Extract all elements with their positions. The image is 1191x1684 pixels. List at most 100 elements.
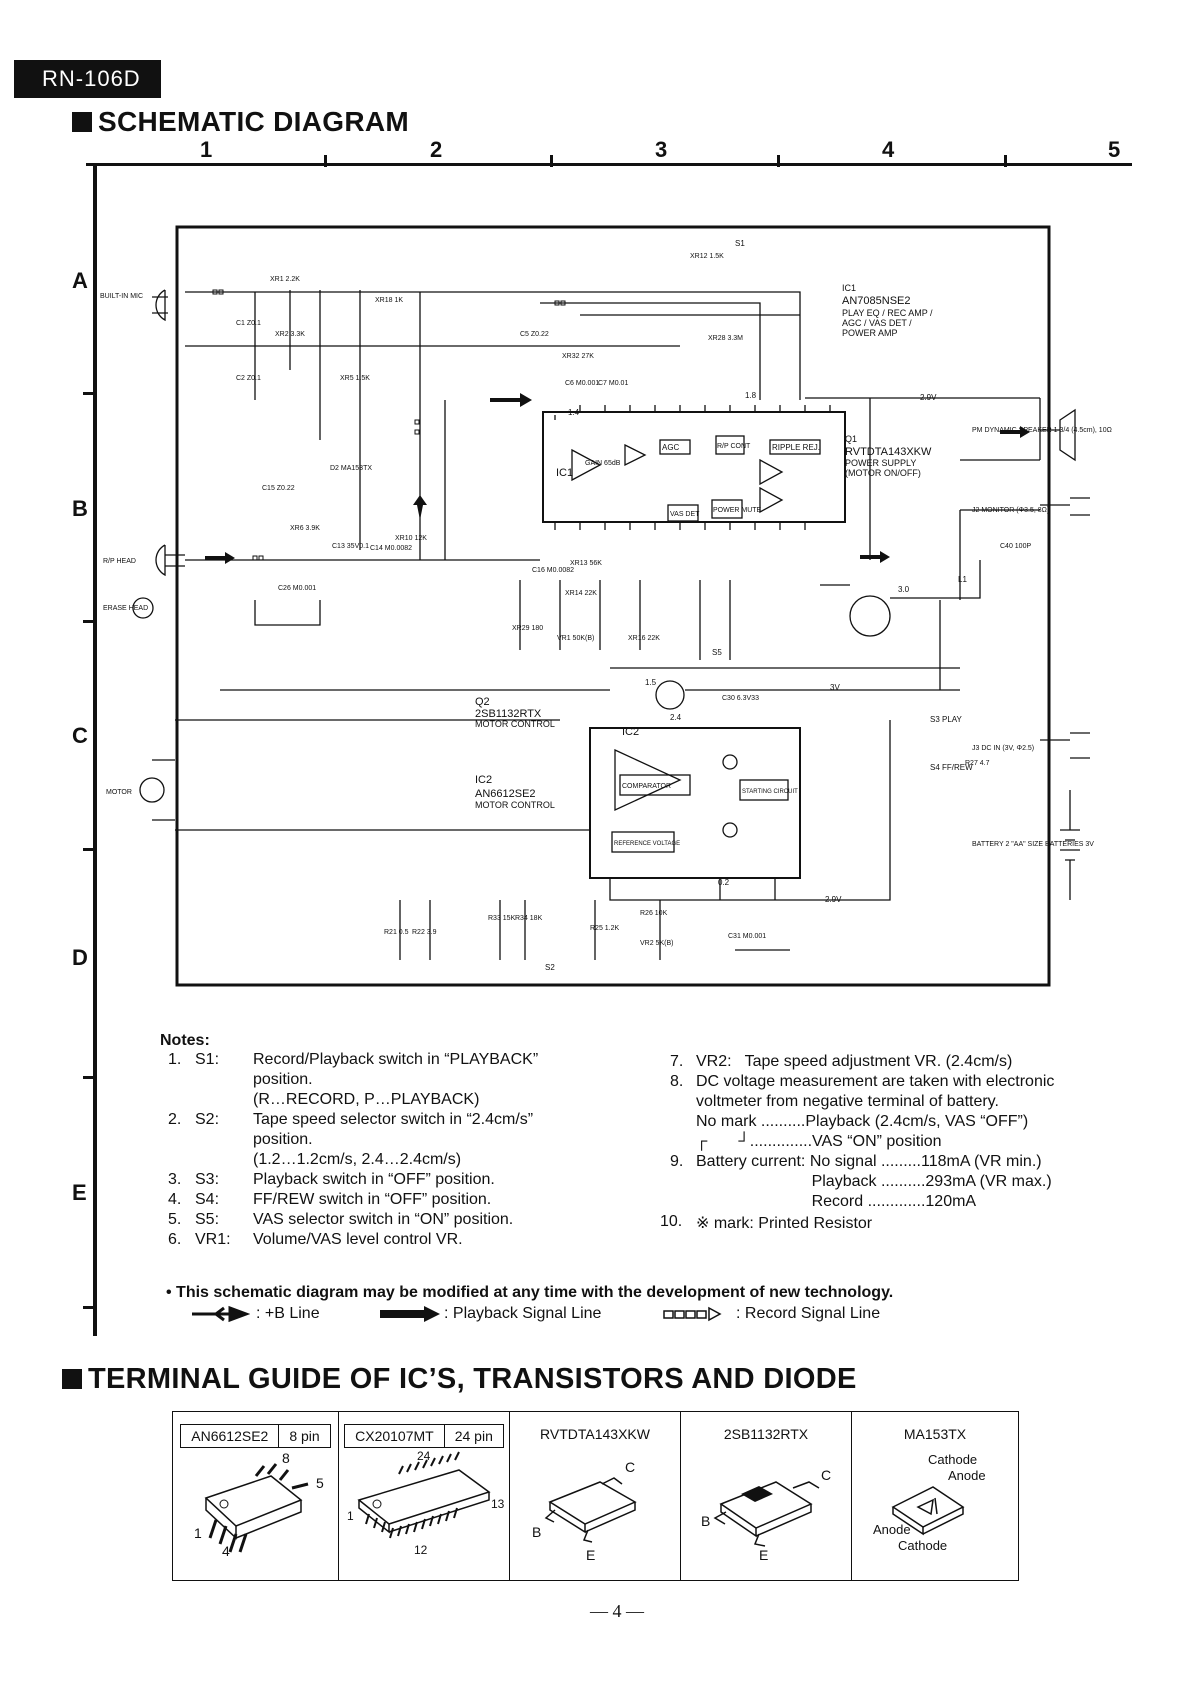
comp-r25: R25 1.2K: [590, 925, 620, 932]
page-number: — 4 —: [590, 1601, 644, 1621]
switch-s5: S5: [712, 648, 722, 657]
comp-c6: C6 M0.001: [565, 380, 599, 387]
legend-b-line: : +B Line: [256, 1305, 320, 1322]
gain-label: GAIN 65dB: [585, 460, 621, 467]
comp-vr1: VR1 50K(B): [557, 635, 594, 642]
terminal-cell-2sb1132: 2SB1132RTX C B E: [680, 1411, 852, 1581]
comp-c31: C31 M0.001: [728, 933, 766, 940]
grid-row-d: D: [72, 945, 88, 970]
note-text: ┌ ┘..............VAS “ON” position: [696, 1133, 942, 1150]
ic1-ref: IC1: [842, 283, 856, 293]
section-title-text: SCHEMATIC DIAGRAM: [98, 106, 410, 137]
monitor-jack: [1040, 497, 1090, 516]
battery-label: BATTERY 2 "AA" SIZE BATTERIES 3V: [972, 841, 1094, 848]
pin-label: 12: [414, 1543, 428, 1557]
ic2-ref: IC2: [475, 774, 492, 786]
record-arrow-icon: [663, 1306, 722, 1322]
note-num: 7.: [670, 1053, 684, 1070]
comp-c5: C5 Z0.22: [520, 331, 549, 338]
note-num: 10.: [660, 1213, 683, 1230]
power-mute-block: [711, 499, 743, 519]
comp-xr32: XR32 27K: [562, 353, 594, 360]
power-mute-label: POWER MUTE: [713, 507, 762, 514]
monitor-label: J2 MONITOR (Φ3.5, 8Ω): [972, 507, 1049, 514]
comp-xr18: XR18 1K: [375, 297, 403, 304]
head-label: R/P HEAD: [103, 558, 136, 565]
grid-col-1: 1: [200, 137, 213, 162]
volt-3: 2.9V: [825, 895, 842, 904]
wire: [254, 290, 291, 400]
playback-arrow-icon: [380, 1306, 440, 1322]
pin-label: Cathode: [898, 1538, 947, 1553]
comp-c7: C7 M0.01: [598, 380, 628, 387]
pin-label: Anode: [948, 1468, 986, 1483]
wire: [805, 397, 1041, 600]
pin-label: 5: [316, 1475, 324, 1491]
comp-c30: C30 6.3V33: [722, 695, 759, 702]
volt-2: 3V: [830, 683, 840, 692]
terminal-cell-rvtdta: RVTDTA143XKW C B E: [509, 1411, 681, 1581]
an6612-package-icon: 8 5 1 4: [194, 1450, 324, 1559]
terminal-guide-title-text: TERMINAL GUIDE OF IC’S, TRANSISTORS AND …: [88, 1363, 857, 1395]
legend-playback: : Playback Signal Line: [444, 1305, 602, 1322]
note-ref: VR1:: [195, 1231, 231, 1248]
grid-row-b: B: [72, 496, 88, 521]
wire: [152, 719, 591, 831]
ic2-part: AN6612SE2: [475, 788, 536, 800]
grid-row-e: E: [72, 1180, 87, 1205]
comp-xr2: XR2 3.3K: [275, 331, 305, 338]
volt-1: 2.9V: [920, 393, 937, 402]
pin-label: C: [625, 1459, 635, 1475]
comp-c2: C2 Z0.1: [236, 375, 261, 382]
note-text: Record .............120mA: [696, 1193, 977, 1210]
grid-row-a: A: [72, 268, 88, 293]
ic1-pins-bottom: [554, 522, 806, 530]
comp-c1: C1 Z0.1: [236, 320, 261, 327]
note-ref: S4:: [195, 1191, 220, 1208]
ic1-func-3: POWER AMP: [842, 328, 898, 338]
title-square-icon: [72, 112, 92, 132]
switch-s4: S4 FF/REW: [930, 763, 973, 772]
title-square-icon: [62, 1369, 82, 1389]
note-ref: S3:: [195, 1171, 220, 1188]
note-ref: S5:: [195, 1211, 220, 1228]
ic1-inner-ref: IC1: [556, 467, 573, 479]
q2-ref: Q2: [475, 696, 490, 708]
grid-col-5: 5: [1108, 137, 1121, 162]
switch-s2: S2: [545, 963, 555, 972]
q1-func-2: (MOTOR ON/OFF): [845, 468, 921, 478]
note-num: 2.: [168, 1111, 182, 1128]
vas-det-block: [667, 504, 699, 522]
comp-r22: R22 3.9: [412, 929, 437, 936]
grid-tick: [777, 155, 780, 167]
head-symbol: [155, 544, 185, 577]
note-num: 4.: [168, 1191, 182, 1208]
volt-7: 3.0: [898, 585, 910, 594]
note-text: position.: [253, 1071, 313, 1088]
note-text: position.: [253, 1131, 313, 1148]
battery-symbol: [1060, 790, 1080, 900]
note-text: Tape speed selector switch in “2.4cm/s”: [253, 1111, 534, 1128]
rp-cont-label: R/P CONT: [717, 443, 751, 450]
wire: [540, 302, 800, 400]
speaker-symbol: [1040, 408, 1076, 462]
terminal-guide-title: TERMINAL GUIDE OF IC’S, TRANSISTORS AND …: [62, 1363, 857, 1396]
note-text: Battery current: No signal .........118m…: [696, 1153, 1042, 1170]
note-num: 1.: [168, 1051, 182, 1068]
2sb1132-package-icon: C B E: [701, 1467, 831, 1563]
note-ref: S1:: [195, 1051, 220, 1068]
comp-l1: L1: [958, 575, 967, 584]
pin-label: 13: [491, 1497, 505, 1511]
pkg-name: CX20107MT: [355, 1428, 434, 1444]
pin-label: E: [759, 1547, 768, 1562]
comp-c16: C16 M0.0082: [532, 567, 574, 574]
comp-c13: C13 35V0.1: [332, 543, 369, 550]
pin-label: 1: [194, 1525, 202, 1541]
comp-xr1: XR1 2.2K: [270, 276, 300, 283]
ma153-package-icon: Cathode Anode Anode Cathode: [873, 1452, 986, 1553]
note-num: 9.: [670, 1153, 684, 1170]
wire: [185, 291, 801, 400]
